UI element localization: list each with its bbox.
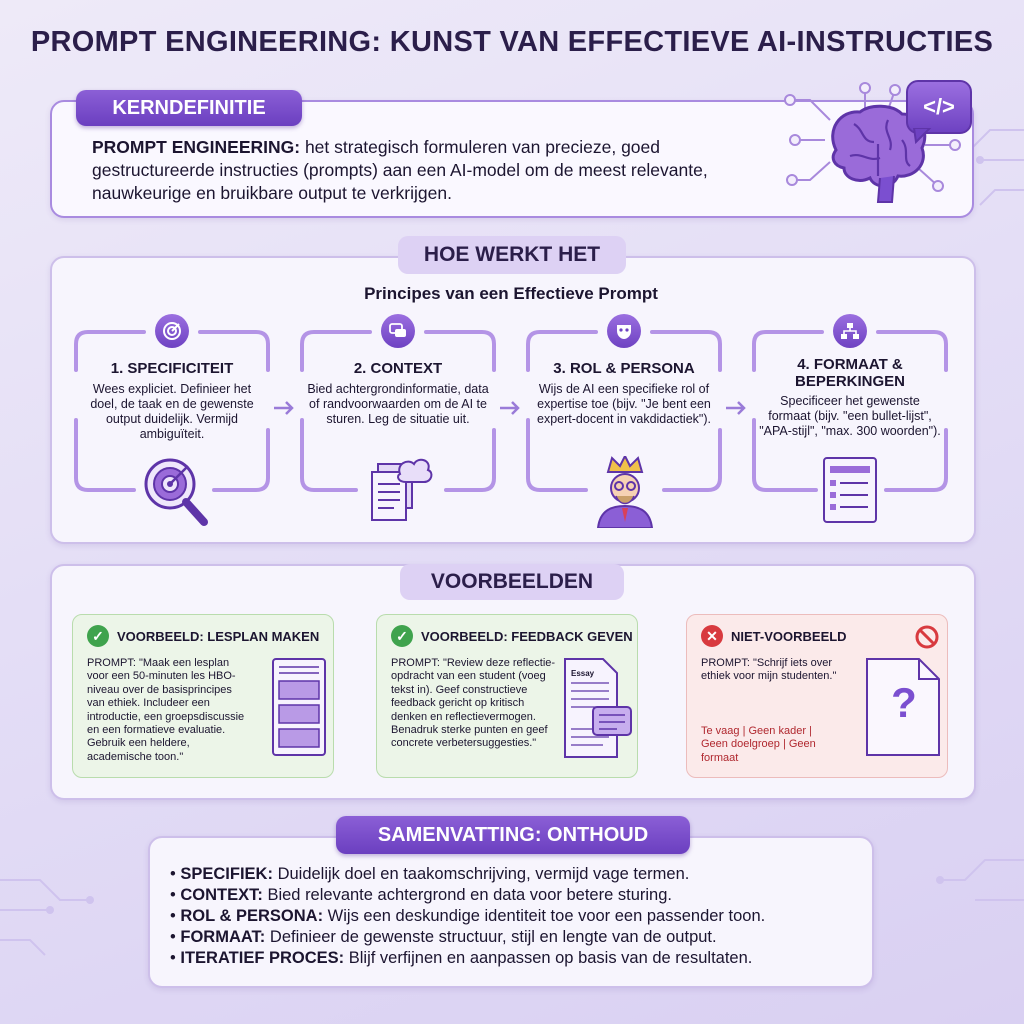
- example-title: NIET-VOORBEELD: [731, 629, 847, 644]
- examples-label: VOORBEELDEN: [400, 564, 624, 600]
- summary-item: • SPECIFIEK: Duidelijk doel en taakomsch…: [170, 865, 690, 883]
- summary-list: • SPECIFIEK: Duidelijk doel en taakomsch…: [170, 864, 765, 969]
- hierarchy-icon: [833, 314, 867, 348]
- code-bubble-label: </>: [923, 94, 955, 119]
- principle-card-format: 4. FORMAAT & BEPERKINGEN Specificeer het…: [752, 314, 948, 492]
- example-prompt: PROMPT: "Schrijf iets over ethiek voor m…: [701, 657, 837, 683]
- summary-key: FORMAAT:: [180, 928, 266, 946]
- essay-label: Essay: [571, 669, 595, 678]
- summary-text: Definieer de gewenste structuur, stijl e…: [265, 928, 717, 946]
- summary-panel: [148, 836, 874, 988]
- summary-key: ROL & PERSONA:: [180, 907, 324, 925]
- principle-text: Bied achtergrondinformatie, data of rand…: [307, 382, 489, 426]
- check-icon: ✓: [391, 625, 413, 647]
- principle-card-specificity: 1. SPECIFICITEIT Wees expliciet. Definie…: [74, 314, 270, 492]
- question-mark: ?: [891, 679, 917, 726]
- definition-body: het strategisch formuleren van precieze,…: [92, 137, 708, 203]
- card-frame: [526, 330, 722, 492]
- principle-title: 1. SPECIFICITEIT: [110, 360, 234, 377]
- definition-label: KERNDEFINITIE: [76, 90, 302, 126]
- example-card-lesson-plan: ✓ VOORBEELD: LESPLAN MAKEN PROMPT: "Maak…: [72, 614, 334, 778]
- summary-key: SPECIFIEK:: [180, 865, 273, 883]
- summary-key: ITERATIEF PROCES:: [180, 949, 345, 967]
- cross-icon: ✕: [701, 625, 723, 647]
- principle-text: Wees expliciet. Definieer het doel, de t…: [90, 382, 254, 441]
- example-prompt: PROMPT: "Review deze reflectie-opdracht …: [391, 657, 556, 750]
- mask-icon: [607, 314, 641, 348]
- lesson-plan-icon: [272, 658, 326, 756]
- summary-item: • ROL & PERSONA: Wijs een deskundige ide…: [170, 907, 766, 925]
- definition-text: PROMPT ENGINEERING: het strategisch form…: [92, 136, 752, 205]
- how-it-works-panel: [50, 256, 976, 544]
- principle-title: 3. ROL & PERSONA: [553, 360, 695, 377]
- documents-cloud-icon: [371, 458, 433, 521]
- principle-title: 2. CONTEXT: [353, 360, 443, 377]
- crowned-expert-icon: [596, 456, 654, 528]
- essay-document-icon: [564, 658, 632, 758]
- summary-item: • FORMAAT: Definieer de gewenste structu…: [170, 928, 717, 946]
- principle-card-context: 2. CONTEXT Bied achtergrondinformatie, d…: [300, 314, 496, 492]
- format-document-icon: [823, 457, 877, 523]
- card-frame: [752, 330, 948, 492]
- bubble-tail: [912, 128, 932, 144]
- example-prompt: PROMPT: "Maak een lesplan voor een 50-mi…: [87, 657, 245, 763]
- card-frame: [74, 330, 270, 492]
- summary-item: • CONTEXT: Bied relevante achtergrond en…: [170, 886, 672, 904]
- example-title: VOORBEELD: LESPLAN MAKEN: [117, 629, 320, 644]
- summary-text: Bied relevante achtergrond en data voor …: [262, 886, 672, 904]
- example-card-non-example: ✕ NIET-VOORBEELD PROMPT: "Schrijf iets o…: [686, 614, 948, 778]
- summary-item: • ITERATIEF PROCES: Blijf verfijnen en a…: [170, 949, 753, 967]
- example-title: VOORBEELD: FEEDBACK GEVEN: [421, 629, 633, 644]
- summary-text: Blijf verfijnen en aanpassen op basis va…: [344, 949, 753, 967]
- principle-title: 4. FORMAAT & BEPERKINGEN: [794, 356, 906, 390]
- principles-subtitle: Principes van een Effectieve Prompt: [364, 284, 658, 303]
- target-magnifier-icon: [144, 458, 208, 526]
- principle-text: Specificeer het gewenste formaat (bijv. …: [759, 394, 941, 438]
- flow-arrow-2: [500, 401, 520, 415]
- summary-label: SAMENVATTING: ONTHOUD: [336, 816, 690, 854]
- code-bubble-icon: </>: [906, 80, 972, 134]
- definition-term: PROMPT ENGINEERING:: [92, 137, 301, 157]
- chat-bubbles-icon: [381, 314, 415, 348]
- summary-key: CONTEXT:: [180, 886, 263, 904]
- summary-text: Wijs een deskundige identiteit toe voor …: [323, 907, 766, 925]
- critique-text: Te vaag | Geen kader | Geen doelgroep | …: [701, 725, 816, 764]
- how-label: HOE WERKT HET: [398, 236, 626, 274]
- target-icon: [155, 314, 189, 348]
- summary-text: Duidelijk doel en taakomschrijving, verm…: [272, 865, 690, 883]
- prohibited-icon: [915, 625, 939, 649]
- principle-text: Wijs de AI een specifieke rol of experti…: [537, 382, 711, 426]
- principle-card-role: 3. ROL & PERSONA Wijs de AI een specifie…: [526, 314, 722, 492]
- brain-circuit-icon: [784, 82, 961, 203]
- card-frame: [300, 330, 496, 492]
- flow-arrow-1: [274, 401, 294, 415]
- question-document-icon: [866, 658, 940, 756]
- check-icon: ✓: [87, 625, 109, 647]
- flow-arrow-3: [726, 401, 746, 415]
- example-card-feedback: ✓ VOORBEELD: FEEDBACK GEVEN PROMPT: "Rev…: [376, 614, 638, 778]
- page-title: PROMPT ENGINEERING: KUNST VAN EFFECTIEVE…: [30, 26, 994, 58]
